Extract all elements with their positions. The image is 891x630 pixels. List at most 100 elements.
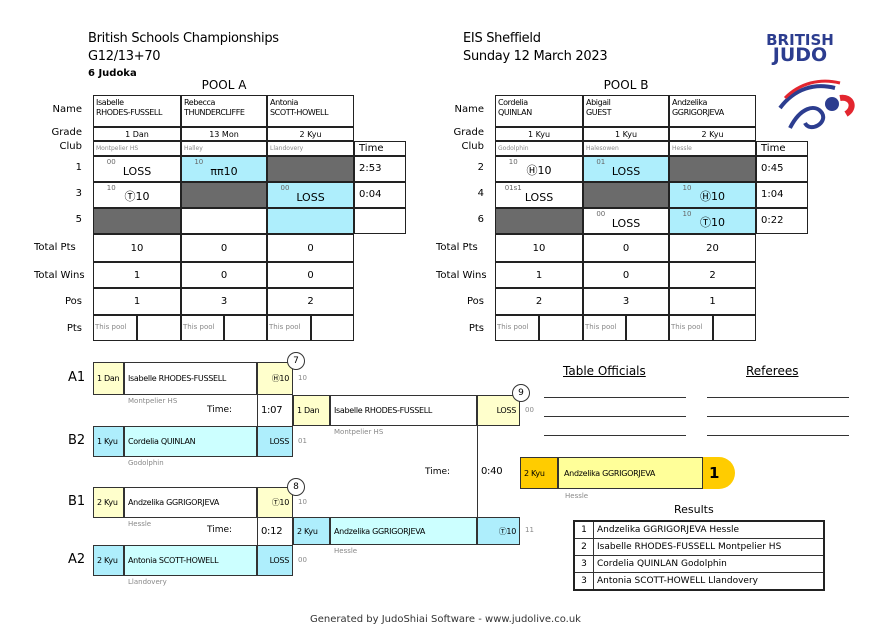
grade: 2 Kyu xyxy=(93,545,124,576)
position: 2 xyxy=(495,288,583,315)
match-cell[interactable] xyxy=(181,208,267,234)
result-text: Antonia SCOTT-HOWELL Llandovery xyxy=(593,572,825,591)
row-label: Total Pts xyxy=(436,242,478,253)
row-label: Pos xyxy=(466,296,484,307)
match-time: 1:04 xyxy=(756,182,808,208)
winner-club: Hessle xyxy=(565,492,589,500)
match-score: 01s1 xyxy=(504,184,522,192)
seed-label: B2 xyxy=(68,432,86,448)
total-points: 0 xyxy=(181,234,267,262)
result: Ⓣ10 xyxy=(477,517,520,545)
match-cell xyxy=(495,208,583,234)
grade: 2 Kyu xyxy=(267,127,354,141)
match-result: Ⓣ10 xyxy=(700,216,725,229)
grade: 2 Kyu xyxy=(293,517,330,545)
match-time xyxy=(354,208,406,234)
score: 10 xyxy=(298,373,307,382)
club: Montpelier HS xyxy=(334,428,384,436)
judoka-figure-icon xyxy=(778,79,855,130)
row-label: Name xyxy=(454,104,484,115)
match-cell xyxy=(93,208,181,234)
match-number: 2 xyxy=(477,162,484,173)
match-score: 10 xyxy=(106,184,116,192)
match-time: 0:45 xyxy=(756,156,808,182)
official-line xyxy=(544,416,686,417)
winner-place: 1 xyxy=(703,457,735,489)
seed-label: B1 xyxy=(68,493,86,509)
match-result: LOSS xyxy=(296,191,325,204)
grade: 2 Kyu xyxy=(669,127,756,141)
score: 10 xyxy=(298,497,307,506)
row-label: Pts xyxy=(468,323,484,334)
pool-points-empty xyxy=(713,315,756,341)
last-name: GGRIGORJEVA xyxy=(672,108,724,117)
match-cell xyxy=(267,156,354,182)
score: 00 xyxy=(525,405,534,414)
winner-name: Andzelika GGRIGORJEVA xyxy=(558,457,703,489)
first-name: Rebecca xyxy=(184,98,216,107)
match-cell[interactable]: 10 ππ10 xyxy=(181,156,267,182)
time-header: Time xyxy=(756,141,808,156)
competitor-name[interactable]: Antonia SCOTT-HOWELL xyxy=(124,545,257,576)
competitor-name[interactable]: Isabelle RHODES-FUSSELL xyxy=(330,395,477,426)
match-number-badge: 9 xyxy=(512,384,530,402)
first-name: Isabelle xyxy=(96,98,124,107)
row-label: Grade xyxy=(453,127,485,138)
club: Llandovery xyxy=(267,141,354,156)
club: Hessle xyxy=(128,520,152,528)
match-number: 1 xyxy=(75,162,82,173)
result-place: 3 xyxy=(573,555,594,573)
match-score: 10 xyxy=(682,184,692,192)
competitor-name[interactable]: Isabelle RHODES-FUSSELL xyxy=(124,362,257,395)
official-line xyxy=(544,435,686,436)
pool-points-empty xyxy=(539,315,583,341)
pool-points-empty xyxy=(311,315,354,341)
grade: 1 Dan xyxy=(93,127,181,141)
match-cell[interactable] xyxy=(267,208,354,234)
result: LOSS xyxy=(477,395,520,426)
match-result: ππ10 xyxy=(210,165,238,178)
row-label: Club xyxy=(461,141,484,152)
pool-points-empty xyxy=(626,315,669,341)
competitor-name[interactable]: Cordelia QUINLAN xyxy=(124,426,257,457)
club: Montpelier HS xyxy=(93,141,181,156)
match-number-badge: 7 xyxy=(287,352,305,370)
result-place: 3 xyxy=(573,572,594,591)
seed-label: A2 xyxy=(68,551,86,567)
match-score: 10 xyxy=(194,158,204,166)
category: G12/13+70 xyxy=(88,49,161,64)
grade: 1 Kyu xyxy=(93,426,124,457)
time-label: Time: xyxy=(207,525,233,535)
match-number: 3 xyxy=(75,188,82,199)
competitor-name[interactable]: Andzelika GGRIGORJEVA xyxy=(124,487,257,518)
total-wins: 2 xyxy=(669,262,756,288)
result: LOSS xyxy=(257,545,293,576)
grade: 1 Dan xyxy=(93,362,124,395)
first-name: Andzelika xyxy=(672,98,707,107)
this-pool-points: This pool xyxy=(181,315,224,341)
last-name: SCOTT-HOWELL xyxy=(270,108,329,117)
competitor-name[interactable]: Andzelika GGRIGORJEVA xyxy=(330,517,477,545)
match-result: Ⓣ10 xyxy=(124,190,150,203)
position: 1 xyxy=(669,288,756,315)
row-label: Total Wins xyxy=(436,270,487,281)
match-number: 6 xyxy=(477,214,484,225)
row-label: Club xyxy=(59,141,82,152)
total-points: 10 xyxy=(93,234,181,262)
